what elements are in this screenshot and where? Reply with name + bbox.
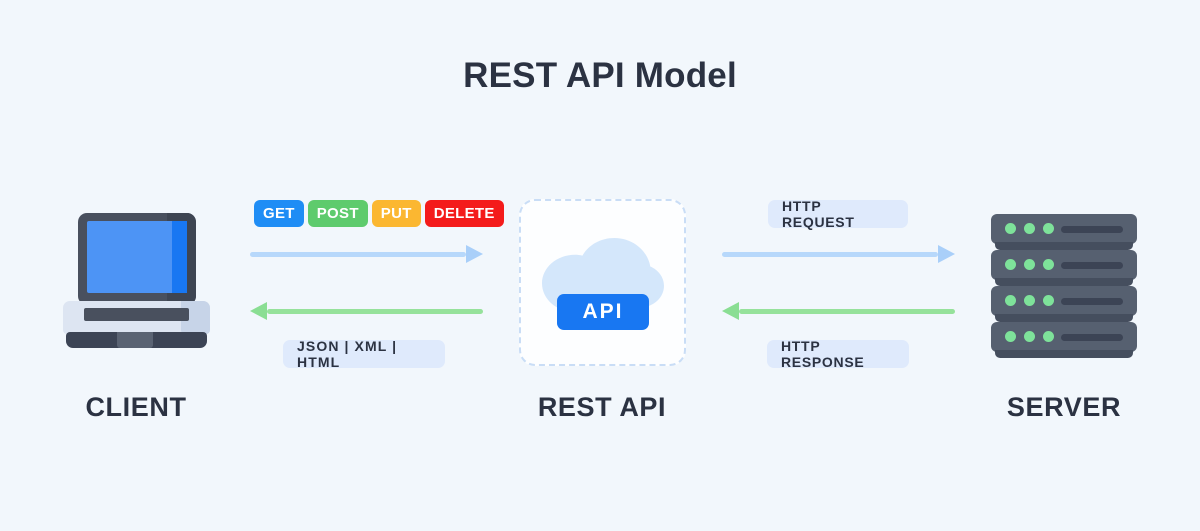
server-unit-base [995,242,1133,250]
server-led [1024,331,1035,342]
server-led [1005,259,1016,270]
server-slot [1061,298,1123,305]
server-slot [1061,226,1123,233]
server-rack-icon [991,214,1137,358]
http-request-chip: HTTP REQUEST [768,198,908,230]
laptop-icon [63,213,210,348]
laptop-touchpad [117,332,153,348]
server-slot [1061,334,1123,341]
server-led [1005,223,1016,234]
response-formats-chip: JSON | XML | HTML [283,338,445,370]
server-led [1043,295,1054,306]
http-method-badge-group: GET POST PUT DELETE [254,200,504,227]
laptop-keyboard [84,308,189,321]
server-led [1005,295,1016,306]
arrow-line [267,309,483,314]
server-led [1043,259,1054,270]
method-badge-post[interactable]: POST [307,200,368,227]
server-unit-base [995,314,1133,322]
server-led [1024,223,1035,234]
laptop-screen-edge [172,221,187,293]
server-unit-base [995,278,1133,286]
arrow-head-left [722,302,739,320]
server-unit-base [995,350,1133,358]
arrow-head-left [250,302,267,320]
method-badge-put[interactable]: PUT [371,200,421,227]
cloud-icon [542,238,664,312]
http-response-chip: HTTP RESPONSE [767,338,909,370]
arrow-line [722,252,938,257]
server-led [1005,331,1016,342]
page-title: REST API Model [463,56,737,95]
arrow-line [250,252,466,257]
client-caption: CLIENT [85,392,187,422]
server-caption: SERVER [1006,392,1122,422]
server-led [1043,223,1054,234]
arrow-line [739,309,955,314]
server-led [1024,295,1035,306]
arrow-head-right [466,245,483,263]
laptop-screen [87,221,187,293]
server-led [1024,259,1035,270]
arrow-head-right [938,245,955,263]
server-led [1043,331,1054,342]
server-slot [1061,262,1123,269]
method-badge-delete[interactable]: DELETE [424,200,504,227]
method-badge-get[interactable]: GET [254,200,304,227]
api-badge[interactable]: API [557,294,649,330]
rest-api-caption: REST API [537,392,667,422]
